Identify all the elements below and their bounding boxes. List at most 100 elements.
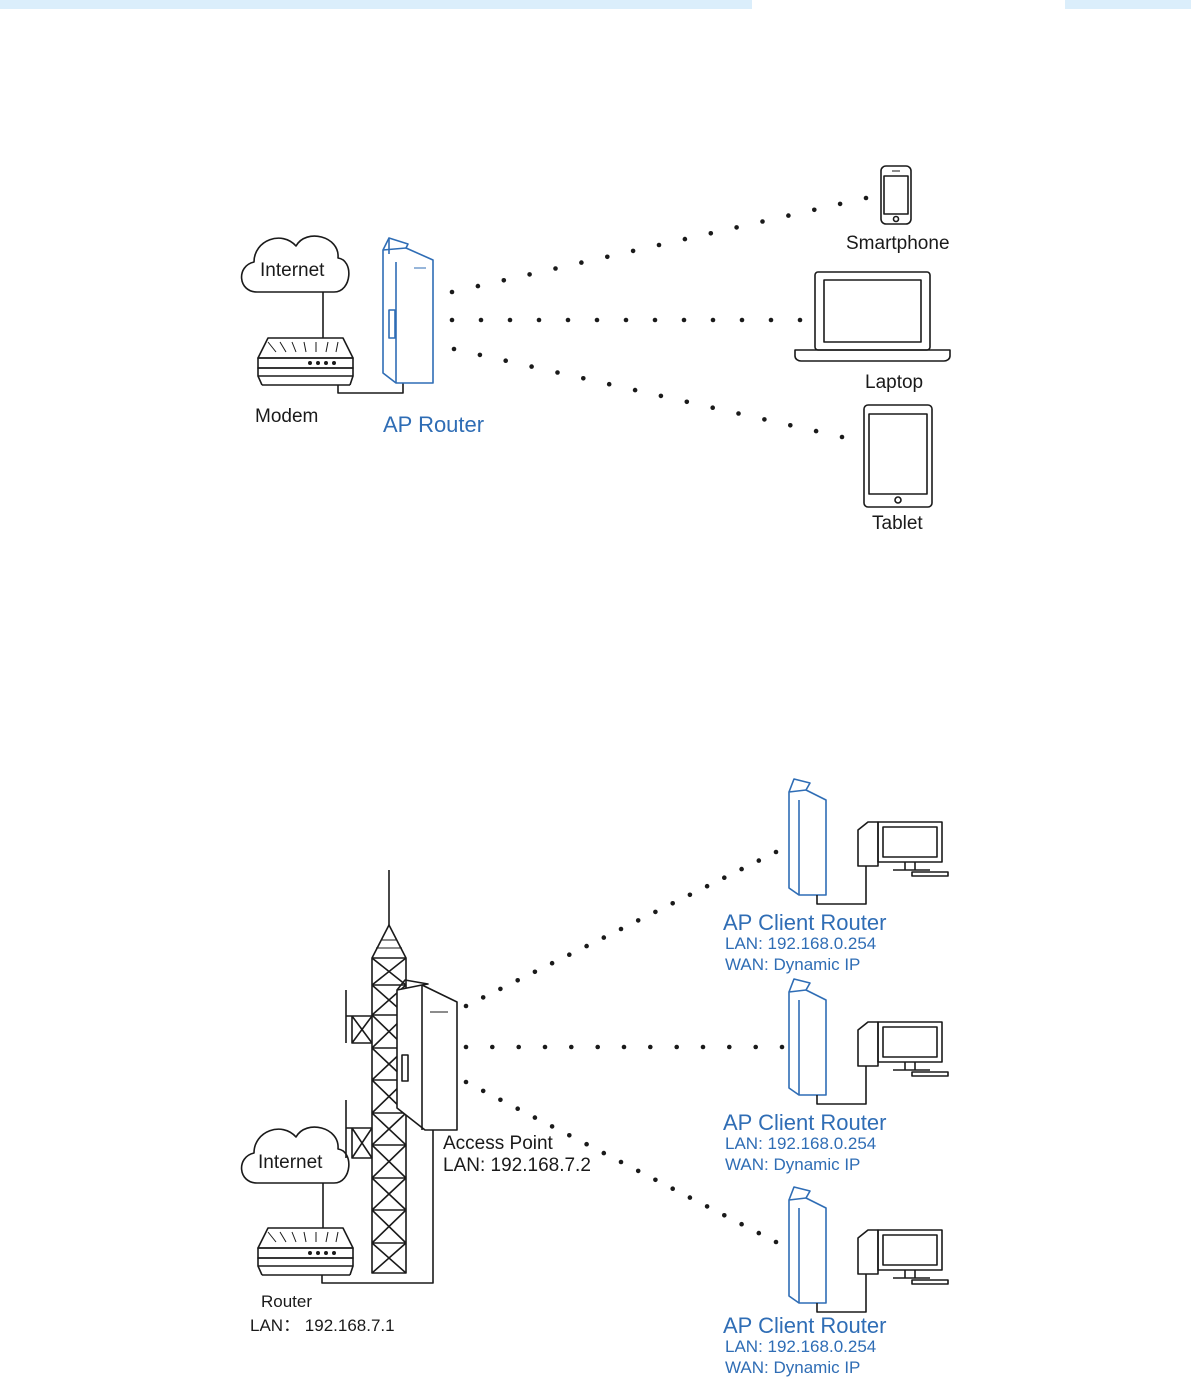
wireless-dot — [757, 858, 762, 863]
laptop-label: Laptop — [865, 372, 923, 394]
wireless-dot — [762, 417, 767, 422]
wireless-dot — [688, 1195, 693, 1200]
wireless-dot — [774, 1240, 779, 1245]
tablet-icon — [864, 405, 932, 507]
wireless-dot — [685, 400, 690, 405]
internet-label-2: Internet — [258, 1152, 322, 1174]
wireless-dot — [595, 318, 600, 323]
wireless-dot — [722, 1213, 727, 1218]
wireless-dot — [683, 237, 688, 242]
wireless-dot — [498, 987, 503, 992]
wireless-dot — [502, 278, 507, 283]
wireless-dot — [648, 1045, 653, 1050]
wireless-dot — [814, 429, 819, 434]
wireless-dot — [705, 1204, 710, 1209]
wireless-dot — [709, 231, 714, 236]
wireless-dot — [567, 1133, 572, 1138]
ap-router-label: AP Router — [383, 412, 484, 437]
wireless-dot — [529, 364, 534, 369]
wireless-dot — [653, 318, 658, 323]
wireless-dot — [838, 202, 843, 207]
tablet-label: Tablet — [872, 513, 923, 535]
router-label: Router — [261, 1292, 312, 1312]
wireless-dot — [515, 1106, 520, 1111]
wireless-dot — [579, 260, 584, 265]
wireless-dot — [452, 347, 457, 352]
wireless-dot — [450, 290, 455, 295]
wireless-dot — [631, 249, 636, 254]
wireless-dot — [550, 961, 555, 966]
wireless-dot — [722, 875, 727, 880]
client-1-lan: LAN: 192.168.0.254 — [725, 934, 876, 954]
wireless-dot — [479, 318, 484, 323]
wireless-dot — [739, 1222, 744, 1227]
wireless-dot — [760, 219, 765, 224]
wireless-dot — [774, 850, 779, 855]
client-2-wan: WAN: Dynamic IP — [725, 1155, 860, 1175]
wireless-dot — [622, 1045, 627, 1050]
wireless-dot — [516, 1045, 521, 1050]
wireless-dot — [481, 1089, 486, 1094]
wireless-dot — [567, 952, 572, 957]
ap-router-icon — [383, 238, 433, 383]
wireless-dot — [555, 370, 560, 375]
computer-icon-3 — [858, 1230, 948, 1284]
wireless-dot — [581, 376, 586, 381]
ap-client-router-icon-3 — [789, 1187, 826, 1303]
wireless-dot — [515, 978, 520, 983]
access-point-lan-label: LAN: 192.168.7.2 — [443, 1155, 591, 1177]
wireless-dot — [769, 318, 774, 323]
wireless-dot — [476, 284, 481, 289]
wireless-dot — [780, 1045, 785, 1050]
wireless-dot — [653, 910, 658, 915]
access-point-label: Access Point — [443, 1133, 553, 1155]
wireless-links — [450, 196, 869, 1245]
wireless-dot — [659, 394, 664, 399]
wireless-dot — [705, 884, 710, 889]
wireless-dot — [464, 1080, 469, 1085]
wireless-dot — [607, 382, 612, 387]
computer-icon-2 — [858, 1022, 948, 1076]
client-3-lan: LAN: 192.168.0.254 — [725, 1337, 876, 1357]
client-2-lan: LAN: 192.168.0.254 — [725, 1134, 876, 1154]
ap-client-router-icon-1 — [789, 779, 826, 895]
laptop-icon — [795, 272, 950, 361]
router-icon — [258, 1228, 353, 1275]
wireless-dot — [812, 208, 817, 213]
wireless-dot — [633, 388, 638, 393]
client-2-name: AP Client Router — [723, 1110, 886, 1135]
wireless-dot — [605, 254, 610, 259]
wireless-dot — [533, 970, 538, 975]
wireless-dot — [464, 1004, 469, 1009]
ap-client-router-icon-2 — [789, 979, 826, 1095]
smartphone-icon — [881, 166, 911, 224]
access-point-icon — [397, 980, 457, 1130]
wireless-dot — [682, 318, 687, 323]
wireless-dot — [711, 318, 716, 323]
wireless-dot — [798, 318, 803, 323]
wireless-dot — [674, 1045, 679, 1050]
wireless-dot — [757, 1231, 762, 1236]
wireless-dot — [508, 318, 513, 323]
wireless-dot — [788, 423, 793, 428]
wireless-dot — [490, 1045, 495, 1050]
wireless-dot — [450, 318, 455, 323]
wireless-dot — [602, 1151, 607, 1156]
internet-label: Internet — [260, 260, 324, 282]
wireless-dot — [636, 1169, 641, 1174]
wireless-dot — [624, 318, 629, 323]
wireless-dot — [653, 1178, 658, 1183]
computer-icon-1 — [858, 822, 948, 876]
wireless-dot — [553, 266, 558, 271]
client-1-wan: WAN: Dynamic IP — [725, 955, 860, 975]
wireless-dot — [602, 935, 607, 940]
wireless-dot — [864, 196, 869, 201]
modem-icon — [258, 338, 353, 385]
wireless-dot — [710, 405, 715, 410]
wireless-dot — [503, 358, 508, 363]
wireless-dot — [550, 1124, 555, 1129]
wireless-dot — [786, 213, 791, 218]
wireless-dot — [740, 318, 745, 323]
wireless-dot — [566, 318, 571, 323]
